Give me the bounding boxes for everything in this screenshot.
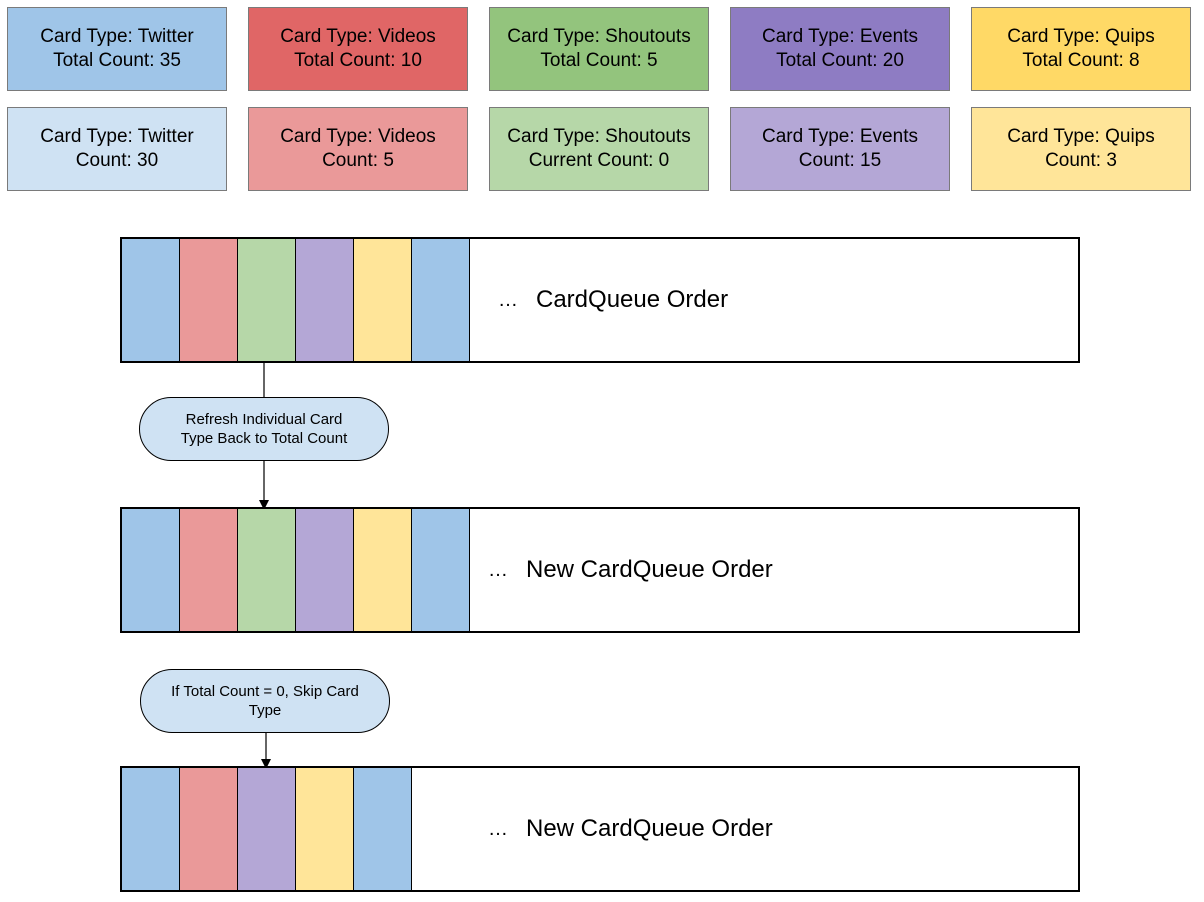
new-cardqueue-order: … New CardQueue Order [120,507,1080,633]
queue-segment [180,768,238,890]
queue-segment [296,239,354,361]
filtered-cardqueue-order: … New CardQueue Order [120,766,1080,892]
cardqueue-order: … CardQueue Order [120,237,1080,363]
current-card-twitter: Card Type: Twitter Count: 30 [7,107,227,191]
card-count-label: Total Count: 8 [1022,50,1140,71]
card-count-label: Count: 5 [322,150,394,171]
card-count-label: Total Count: 20 [776,50,904,71]
queue-segment [354,768,412,890]
card-count-label: Count: 3 [1045,150,1117,171]
queue-segment [412,239,470,361]
queue-label: … New CardQueue Order [488,768,773,890]
queue-segment [180,239,238,361]
step-text-line: Type Back to Total Count [180,430,348,447]
current-card-quips: Card Type: Quips Count: 3 [971,107,1191,191]
current-card-events: Card Type: Events Count: 15 [730,107,950,191]
card-count-label: Total Count: 5 [540,50,658,71]
card-count-label: Current Count: 0 [528,150,670,171]
card-type-label: Card Type: Videos [280,126,436,147]
queue-label: … New CardQueue Order [488,509,773,631]
queue-segment [238,768,296,890]
total-card-shoutouts: Card Type: Shoutouts Total Count: 5 [489,7,709,91]
queue-segment [412,509,470,631]
step-skip-card-type: If Total Count = 0, Skip Card Type [140,669,390,733]
card-count-label: Total Count: 10 [294,50,422,71]
ellipsis: … [488,558,508,581]
card-type-label: Card Type: Twitter [40,26,194,47]
step-refresh-card-type: Refresh Individual Card Type Back to Tot… [139,397,389,461]
queue-segment [180,509,238,631]
card-type-label: Card Type: Twitter [40,126,194,147]
card-type-label: Card Type: Quips [1007,26,1155,47]
queue-segment [238,509,296,631]
queue-segment [354,239,412,361]
current-card-videos: Card Type: Videos Count: 5 [248,107,468,191]
total-card-events: Card Type: Events Total Count: 20 [730,7,950,91]
queue-segment [122,509,180,631]
card-type-label: Card Type: Shoutouts [507,126,691,147]
queue-segment [238,239,296,361]
step-text-line: If Total Count = 0, Skip Card [171,683,359,700]
card-type-label: Card Type: Quips [1007,126,1155,147]
card-type-label: Card Type: Events [762,26,918,47]
total-card-twitter: Card Type: Twitter Total Count: 35 [7,7,227,91]
card-type-label: Card Type: Shoutouts [507,26,691,47]
queue-label: … CardQueue Order [498,239,728,361]
ellipsis: … [488,817,508,840]
card-type-label: Card Type: Videos [280,26,436,47]
queue-title: New CardQueue Order [526,815,773,842]
queue-segment [296,509,354,631]
queue-segment [354,509,412,631]
ellipsis: … [498,288,518,311]
queue-title: New CardQueue Order [526,556,773,583]
card-count-label: Count: 15 [798,150,882,171]
card-count-label: Total Count: 35 [53,50,181,71]
total-card-quips: Card Type: Quips Total Count: 8 [971,7,1191,91]
queue-title: CardQueue Order [536,286,729,313]
queue-segment [122,239,180,361]
total-card-videos: Card Type: Videos Total Count: 10 [248,7,468,91]
queue-segment [122,768,180,890]
step-text-line: Type [248,702,282,719]
current-card-shoutouts: Card Type: Shoutouts Current Count: 0 [489,107,709,191]
card-type-label: Card Type: Events [762,126,918,147]
step-text-line: Refresh Individual Card [185,411,343,428]
queue-segment [296,768,354,890]
card-count-label: Count: 30 [75,150,159,171]
